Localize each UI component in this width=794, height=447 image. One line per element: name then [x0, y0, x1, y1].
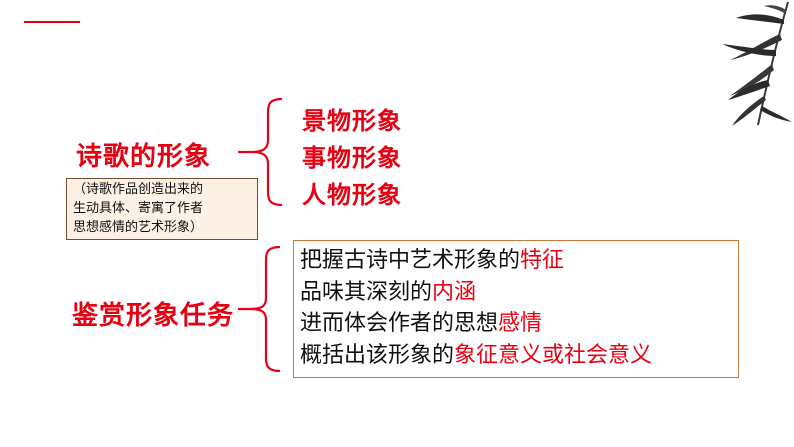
task-line-highlight: 内涵 [432, 279, 477, 305]
type-item-scenery: 景物形象 [302, 107, 402, 135]
task-line-text: 把握古诗中艺术形象的 [300, 248, 521, 273]
task-line: 概括出该形象的象征意义或社会意义 [300, 340, 738, 372]
task-title: 鉴赏形象任务 [72, 301, 235, 331]
task-line: 进而体会作者的思想感情 [300, 308, 738, 340]
task-brace-icon [238, 245, 281, 373]
task-line-highlight: 象征意义或社会意义 [454, 342, 653, 368]
note-line: 生动具体、寄寓了作者 [73, 201, 204, 216]
task-line-text: 概括出该形象的 [300, 342, 455, 368]
task-line-highlight: 特征 [520, 248, 565, 273]
concept-title: 诗歌的形象 [76, 142, 212, 172]
type-item-object: 事物形象 [302, 144, 402, 172]
bamboo-decoration-icon [722, 1, 792, 126]
concept-note: （诗歌作品创造出来的 生动具体、寄寓了作者 思想感情的艺术形象） [66, 178, 258, 240]
note-line: （诗歌作品创造出来的 [73, 182, 204, 197]
task-line-text: 进而体会作者的思想 [300, 311, 499, 336]
note-line: 思想感情的艺术形象） [73, 220, 204, 235]
concept-brace-icon [238, 97, 283, 207]
task-line-text: 品味其深刻的 [300, 279, 433, 305]
top-accent-line [24, 21, 80, 23]
type-item-person: 人物形象 [302, 181, 402, 209]
task-line: 把握古诗中艺术形象的特征 [300, 245, 738, 277]
task-line-highlight: 感情 [498, 311, 543, 336]
task-box: 把握古诗中艺术形象的特征 品味其深刻的内涵 进而体会作者的思想感情 概括出该形象… [293, 240, 739, 378]
task-line: 品味其深刻的内涵 [300, 277, 738, 309]
